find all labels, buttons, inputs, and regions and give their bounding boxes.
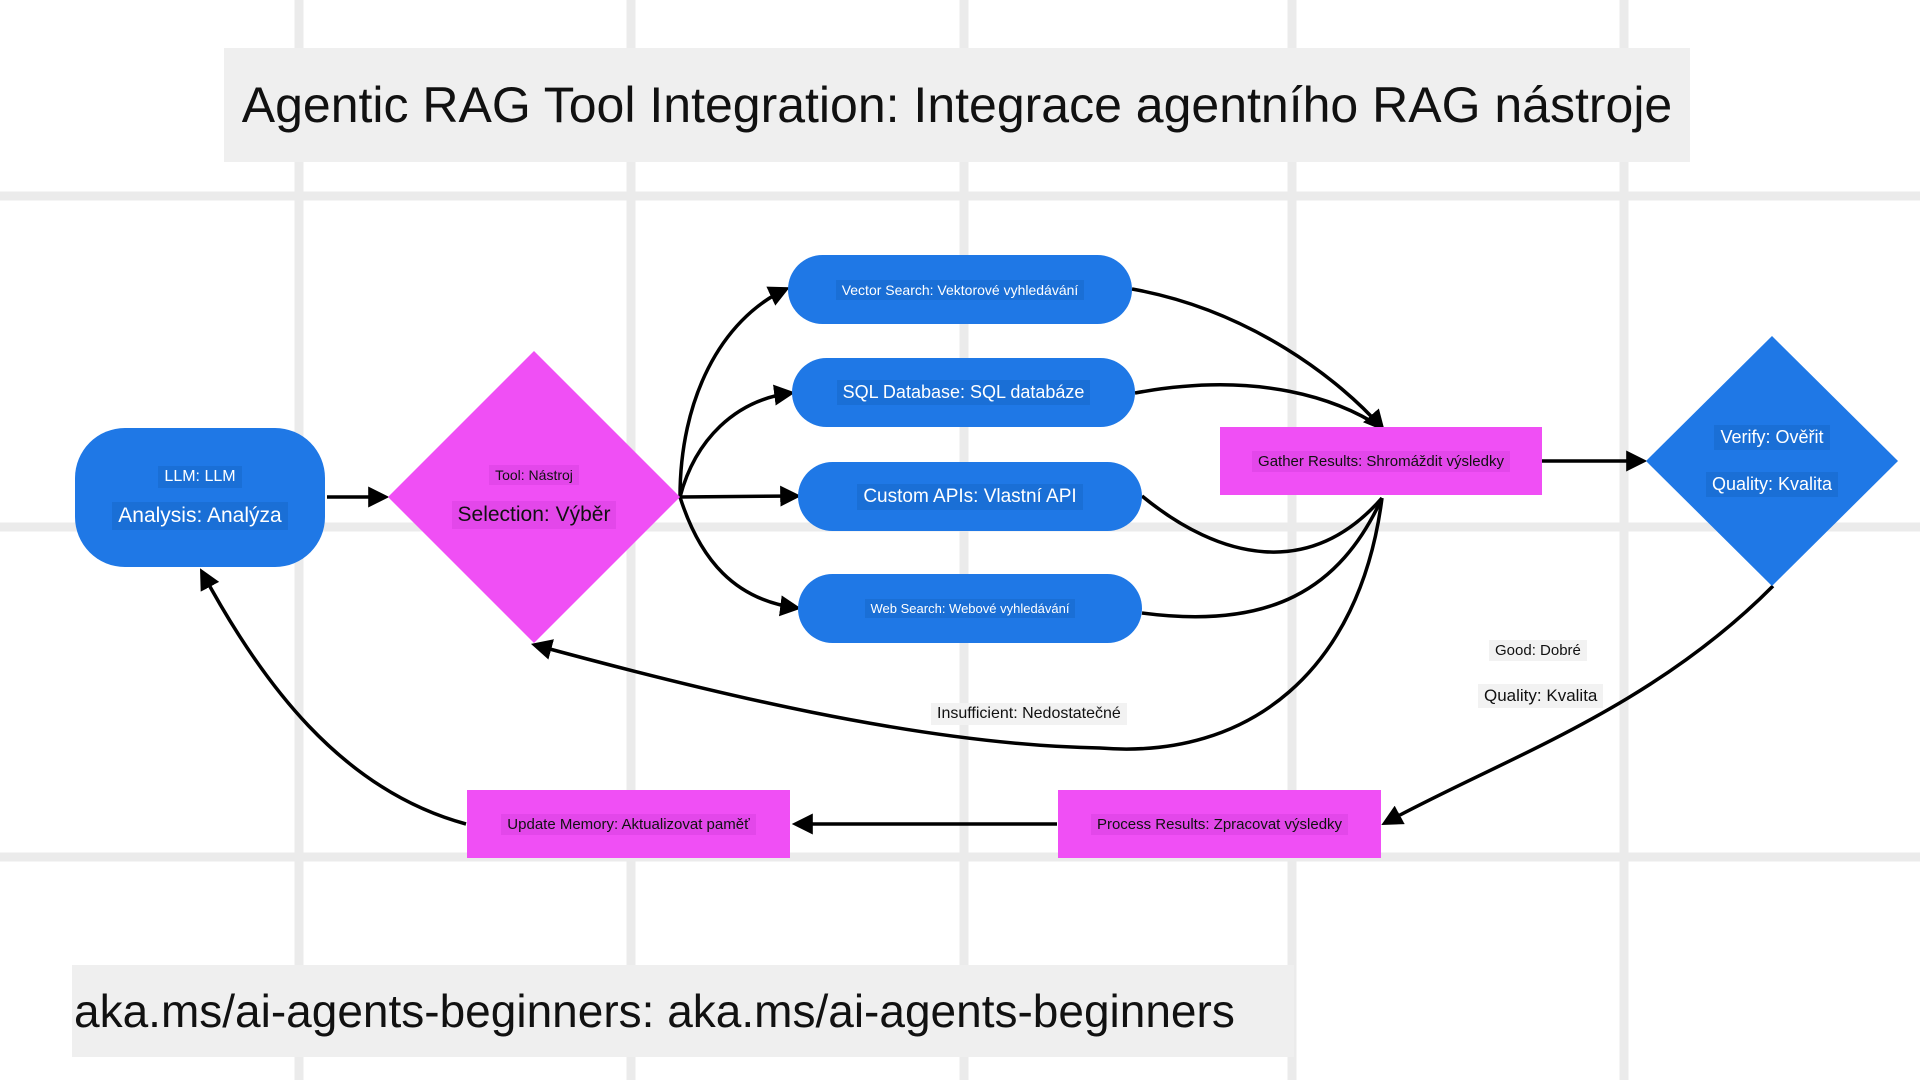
- process-results-label: Process Results: Zpracovat výsledky: [1090, 813, 1349, 835]
- web-search-label: Web Search: Webové vyhledávání: [864, 599, 1076, 618]
- edge-sql-database-to-gather: [1134, 383, 1383, 430]
- web-search-node[interactable]: Web Search: Webové vyhledávání: [798, 574, 1142, 643]
- good-edge-label-line1: Good: Dobré: [1489, 640, 1587, 661]
- gather-results-node[interactable]: Gather Results: Shromáždit výsledky: [1220, 427, 1542, 495]
- custom-apis-label: Custom APIs: Vlastní API: [857, 483, 1083, 510]
- edge-vector-search-to-gather: [1131, 287, 1385, 432]
- edge-insufficient-to-tool-selection: [530, 497, 1384, 751]
- sql-database-label: SQL Database: SQL databáze: [836, 380, 1091, 405]
- tool-selection-line2: Selection: Výběr: [451, 501, 617, 529]
- footer-link[interactable]: aka.ms/ai-agents-beginners: aka.ms/ai-ag…: [72, 965, 1294, 1057]
- edge-selection-to-custom-apis: [679, 485, 802, 507]
- llm-analysis-line1: LLM: LLM: [158, 465, 242, 488]
- tool-selection-line1: Tool: Nástroj: [489, 465, 579, 485]
- update-memory-label: Update Memory: Aktualizovat paměť: [501, 813, 756, 835]
- edge-selection-to-sql-database: [678, 384, 796, 498]
- edge-selection-to-web-search: [678, 496, 802, 617]
- edge-verify-to-process-results: [1381, 584, 1775, 826]
- vector-search-node[interactable]: Vector Search: Vektorové vyhledávání: [788, 255, 1132, 324]
- process-results-node[interactable]: Process Results: Zpracovat výsledky: [1058, 790, 1381, 858]
- insufficient-edge-label: Insufficient: Nedostatečné: [931, 703, 1127, 725]
- edge-custom-apis-to-gather: [1140, 494, 1384, 554]
- good-edge-label-line2: Quality: Kvalita: [1478, 684, 1604, 708]
- llm-analysis-line2: Analysis: Analýza: [112, 501, 288, 530]
- update-memory-node[interactable]: Update Memory: Aktualizovat paměť: [467, 790, 790, 858]
- custom-apis-node[interactable]: Custom APIs: Vlastní API: [798, 462, 1142, 531]
- gather-results-label: Gather Results: Shromáždit výsledky: [1252, 450, 1510, 472]
- verify-quality-diamond-shape: [1646, 336, 1898, 586]
- diagram-title: Agentic RAG Tool Integration: Integrace …: [224, 48, 1690, 162]
- edge-update-memory-to-llm: [200, 568, 467, 826]
- sql-database-node[interactable]: SQL Database: SQL databáze: [792, 358, 1135, 427]
- vector-search-label: Vector Search: Vektorové vyhledávání: [835, 279, 1085, 300]
- edge-web-search-to-gather: [1141, 497, 1384, 619]
- llm-analysis-node[interactable]: LLM: LLM Analysis: Analýza: [75, 428, 325, 567]
- tool-selection-node[interactable]: Tool: Nástroj Selection: Výběr: [388, 351, 680, 643]
- verify-quality-line2: Quality: Kvalita: [1705, 472, 1839, 497]
- verify-quality-node[interactable]: Verify: Ověřit Quality: Kvalita: [1646, 336, 1898, 586]
- verify-quality-line1: Verify: Ověřit: [1714, 425, 1830, 450]
- edge-selection-to-vector-search: [678, 286, 790, 498]
- tool-selection-diamond-shape: [388, 351, 680, 643]
